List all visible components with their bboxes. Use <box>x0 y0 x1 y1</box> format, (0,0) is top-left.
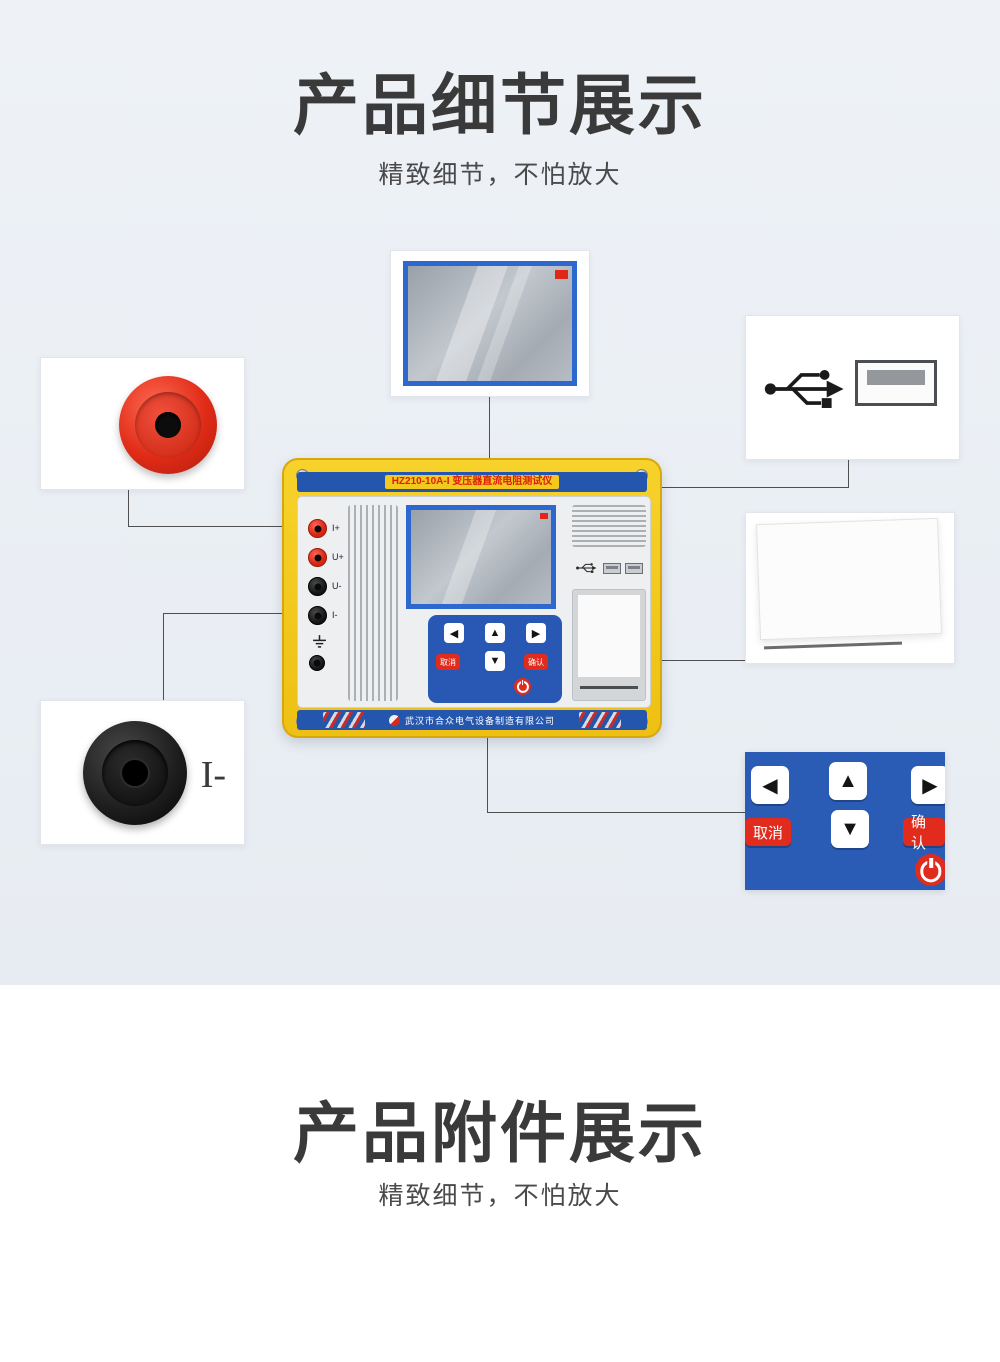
callout-line-usb-h <box>628 487 849 488</box>
printer-cover-zoom <box>756 517 942 641</box>
usb-a-port <box>625 562 643 574</box>
terminal-post-u-plus <box>308 548 327 567</box>
terminal-post-i-plus <box>308 519 327 538</box>
binding-post-hole <box>155 412 181 438</box>
arrow-up-button: ▲ <box>829 762 867 800</box>
terminal-post-u-minus <box>308 577 327 596</box>
detail-section-title: 产品细节展示 <box>293 68 707 142</box>
speaker-grille <box>572 505 646 547</box>
arrow-right-button: ▶ <box>911 766 945 804</box>
callout-line-black-terminal-h <box>163 613 310 614</box>
power-button-icon <box>514 678 531 695</box>
accessories-section-subtitle: 精致细节，不怕放大 <box>378 1182 622 1210</box>
terminal-label: U+ <box>332 552 344 562</box>
usb-port-area <box>572 555 646 581</box>
terminal-label-i-minus: I- <box>200 754 226 796</box>
callout-line-keypad-h <box>487 812 745 813</box>
black-terminal-callout: I- <box>40 700 245 845</box>
cancel-button: 取消 <box>436 654 460 670</box>
confirm-button: 确认 <box>903 814 945 852</box>
keypad-detail-callout: ◀ ▲ ▶ 取消 ▼ 确认 <box>745 752 945 890</box>
callout-line-printer <box>613 660 745 661</box>
usb-a-port <box>603 562 621 574</box>
accessories-section: 产品附件展示 精致细节，不怕放大 <box>0 985 1000 1362</box>
terminal-label: U- <box>332 581 342 591</box>
terminal-label: I+ <box>332 523 340 533</box>
usb-a-port-zoom <box>855 360 937 406</box>
device-front-panel: I+ U+ U- I- <box>297 496 651 708</box>
callout-line-red-terminal-h <box>128 526 313 527</box>
thermal-printer <box>572 589 646 701</box>
usb-icon <box>576 563 597 573</box>
screen-corner-mark <box>540 513 548 519</box>
confirm-button: 确认 <box>524 654 548 670</box>
arrow-right-button: ▶ <box>526 623 546 643</box>
arrow-up-button: ▲ <box>485 623 505 643</box>
binding-post-hole <box>120 758 150 788</box>
callout-line-keypad-v <box>487 702 488 812</box>
product-detail-section: 产品细节展示 精致细节，不怕放大 <box>0 0 1000 985</box>
red-binding-post-zoom <box>119 376 217 474</box>
terminal-post-i-minus <box>308 606 327 625</box>
device-footer-bar: 武汉市合众电气设备制造有限公司 <box>297 710 647 730</box>
printer-callout <box>745 512 955 664</box>
callout-line-black-terminal-v <box>163 613 164 700</box>
usb-port-callout <box>745 315 960 460</box>
tester-device: HZ210-10A-I 变压器直流电阻测试仪 I+ U+ U- I- <box>282 458 662 738</box>
device-model-title: HZ210-10A-I 变压器直流电阻测试仪 <box>384 475 560 489</box>
screen-corner-mark <box>555 270 568 279</box>
device-keypad: ◀ ▲ ▶ 取消 ▼ 确认 <box>428 615 562 703</box>
black-binding-post-ring <box>102 740 168 806</box>
power-button-icon <box>915 854 945 886</box>
ground-icon <box>313 635 326 648</box>
terminal-label: I- <box>332 610 338 620</box>
terminal-post-ground <box>309 655 325 671</box>
lcd-screen-zoom <box>403 261 577 386</box>
cancel-button: 取消 <box>745 818 792 846</box>
lcd-screen <box>406 505 556 609</box>
arrow-left-button: ◀ <box>751 766 789 804</box>
device-header-bar: HZ210-10A-I 变压器直流电阻测试仪 <box>297 472 647 492</box>
usb-icon <box>764 370 844 408</box>
screen-detail-callout <box>390 250 590 397</box>
arrow-down-button: ▼ <box>831 810 869 848</box>
arrow-left-button: ◀ <box>444 623 464 643</box>
callout-line-red-terminal-v <box>128 490 129 526</box>
printer-paper-slot <box>763 641 903 650</box>
arrow-down-button: ▼ <box>485 651 505 671</box>
company-logo <box>388 714 400 726</box>
callout-line-usb-v1 <box>848 460 849 487</box>
printer-paper-slot <box>580 686 638 689</box>
company-name: 武汉市合众电气设备制造有限公司 <box>404 715 555 726</box>
accessories-section-title: 产品附件展示 <box>293 1096 707 1170</box>
usb-port-tongue <box>867 370 925 385</box>
black-binding-post-zoom <box>83 721 187 825</box>
detail-section-subtitle: 精致细节，不怕放大 <box>378 161 622 189</box>
screen-glare <box>434 510 503 604</box>
printer-cover <box>577 594 641 678</box>
red-binding-post-ring <box>135 392 201 458</box>
red-terminal-callout <box>40 357 245 490</box>
ventilation-grille <box>348 505 398 701</box>
